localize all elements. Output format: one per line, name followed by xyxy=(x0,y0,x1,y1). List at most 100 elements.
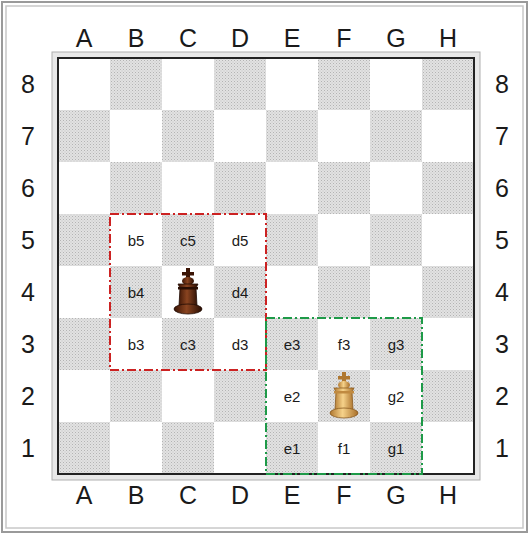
board-square xyxy=(162,266,214,318)
board-square xyxy=(214,58,266,110)
board-square xyxy=(370,266,422,318)
square-name: f3 xyxy=(338,337,351,352)
black-king xyxy=(174,268,202,314)
board-square xyxy=(162,370,214,422)
white-king-zone xyxy=(266,318,422,474)
square-name: e1 xyxy=(284,441,301,456)
board-square xyxy=(266,58,318,110)
board-square xyxy=(162,162,214,214)
board-square xyxy=(318,58,370,110)
board-square xyxy=(266,422,318,474)
board-square xyxy=(370,422,422,474)
board-square xyxy=(422,422,474,474)
rank-number: 3 xyxy=(495,332,509,357)
rank-number: 3 xyxy=(21,332,35,357)
black-king-zone xyxy=(110,214,266,370)
board-border xyxy=(58,58,474,474)
board-square xyxy=(422,110,474,162)
board-square xyxy=(370,162,422,214)
file-letter: E xyxy=(284,483,301,508)
board-square xyxy=(214,214,266,266)
board-square xyxy=(318,370,370,422)
board-square xyxy=(110,370,162,422)
board-square xyxy=(214,110,266,162)
board-square xyxy=(162,58,214,110)
board-square xyxy=(266,162,318,214)
board-square xyxy=(214,318,266,370)
board-square xyxy=(422,214,474,266)
board-square xyxy=(318,318,370,370)
board-square xyxy=(318,162,370,214)
board-square xyxy=(370,58,422,110)
file-letter: F xyxy=(336,26,351,51)
square-name: b3 xyxy=(128,337,145,352)
rank-number: 2 xyxy=(495,384,509,409)
rank-number: 4 xyxy=(495,280,509,305)
board-square xyxy=(110,266,162,318)
board-square xyxy=(162,110,214,162)
file-letter: G xyxy=(386,483,405,508)
board-square xyxy=(58,214,110,266)
square-name: c5 xyxy=(180,233,196,248)
board-square xyxy=(110,318,162,370)
board-square xyxy=(58,422,110,474)
board-square xyxy=(110,422,162,474)
board-square xyxy=(266,266,318,318)
board-square xyxy=(162,318,214,370)
square-name: f1 xyxy=(338,441,351,456)
board-square xyxy=(422,370,474,422)
board-square xyxy=(266,370,318,422)
white-king xyxy=(330,372,358,418)
file-letter: C xyxy=(179,26,197,51)
board-rim xyxy=(52,52,480,480)
board-square xyxy=(58,266,110,318)
board-square xyxy=(58,318,110,370)
square-name: g2 xyxy=(388,389,405,404)
board-square xyxy=(422,58,474,110)
board-square xyxy=(318,214,370,266)
rank-number: 6 xyxy=(21,176,35,201)
board-square xyxy=(110,214,162,266)
board-square xyxy=(110,162,162,214)
file-letter: E xyxy=(284,26,301,51)
rank-number: 1 xyxy=(21,436,35,461)
square-name: d5 xyxy=(232,233,249,248)
file-letter: G xyxy=(386,26,405,51)
board-square xyxy=(266,318,318,370)
board-square xyxy=(162,214,214,266)
board-square xyxy=(214,370,266,422)
board-square xyxy=(370,214,422,266)
rank-number: 5 xyxy=(495,228,509,253)
file-letter: B xyxy=(128,483,145,508)
board-square xyxy=(266,110,318,162)
board-square xyxy=(266,214,318,266)
board-square xyxy=(58,162,110,214)
square-name: d3 xyxy=(232,337,249,352)
board-square xyxy=(110,110,162,162)
board-square xyxy=(422,162,474,214)
board-square xyxy=(318,422,370,474)
rank-number: 8 xyxy=(495,72,509,97)
board-square xyxy=(214,422,266,474)
rank-number: 7 xyxy=(495,124,509,149)
board-square xyxy=(370,370,422,422)
board-squares xyxy=(58,58,474,474)
board-square xyxy=(370,318,422,370)
file-letter: A xyxy=(76,26,93,51)
file-letter: A xyxy=(76,483,93,508)
file-letter: H xyxy=(439,26,457,51)
rank-number: 1 xyxy=(495,436,509,461)
board-square xyxy=(318,110,370,162)
board-square xyxy=(58,110,110,162)
board-square xyxy=(110,58,162,110)
square-name: b4 xyxy=(128,285,145,300)
rank-number: 8 xyxy=(21,72,35,97)
square-name: b5 xyxy=(128,233,145,248)
board-square xyxy=(214,162,266,214)
rank-number: 7 xyxy=(21,124,35,149)
square-name: g1 xyxy=(388,441,405,456)
rank-number: 4 xyxy=(21,280,35,305)
